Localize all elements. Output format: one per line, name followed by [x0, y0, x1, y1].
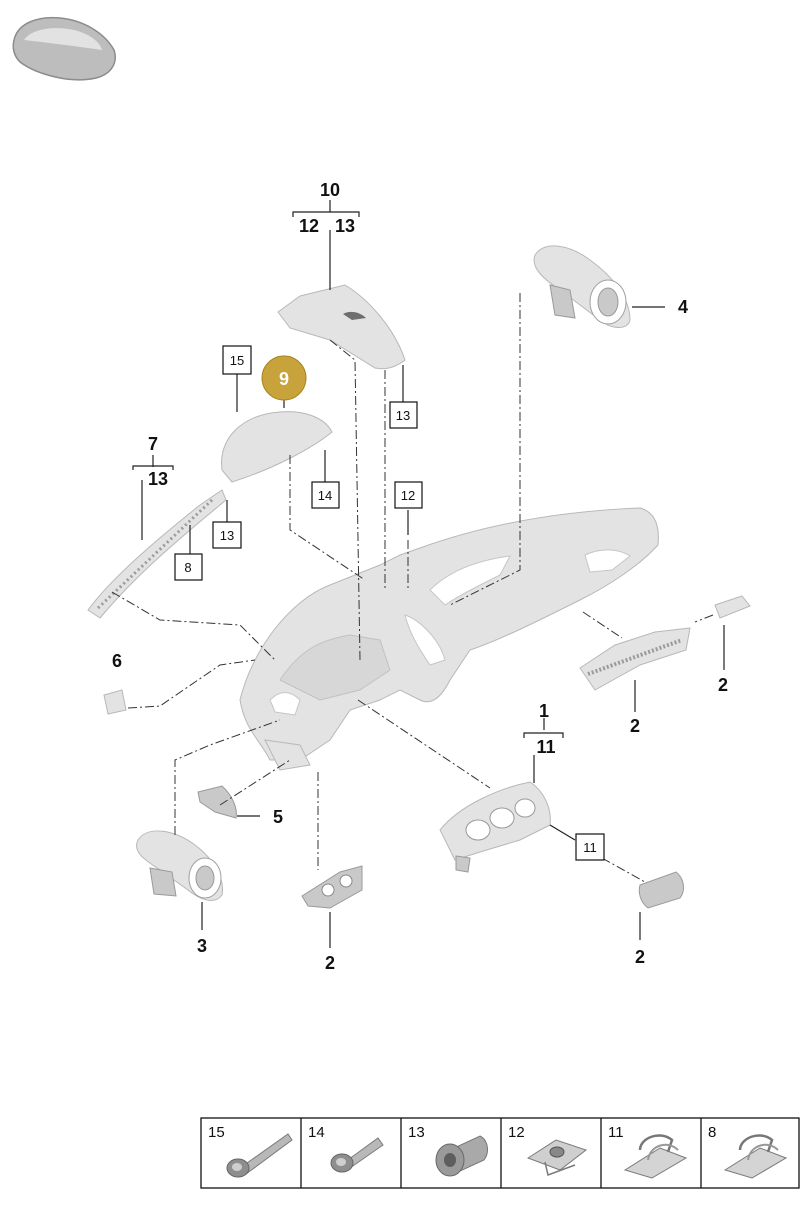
- boxed-label-13-left: 13: [212, 521, 242, 549]
- callout-13-top: 13: [335, 216, 355, 236]
- callout-3: 3: [197, 936, 207, 956]
- vehicle-thumbnail-icon: [12, 16, 116, 81]
- legend-cell-8: 8: [708, 1124, 788, 1179]
- callout-13-left: 13: [148, 469, 168, 489]
- callout-11: 11: [536, 737, 555, 757]
- fastener-legend: 15 14 13 12: [200, 1117, 800, 1189]
- legend-cell-12: 12: [508, 1124, 588, 1176]
- boxed-label-12: 12: [394, 481, 423, 509]
- callout-4: 4: [678, 297, 688, 317]
- expansion-nut-icon: [435, 1135, 488, 1177]
- boxed-label-13-top: 13: [389, 401, 418, 429]
- cover-part-9: [221, 411, 333, 483]
- callout-12: 12: [299, 216, 319, 236]
- callout-2-bottom-right: 2: [635, 947, 645, 967]
- callout-numbers: 10 12 13 4 7 13 6 2 2 1 11 5 3 2 2: [112, 180, 728, 973]
- highlighted-callout-9[interactable]: 9: [261, 355, 307, 401]
- spring-clip-icon: [723, 1134, 788, 1179]
- svg-text:9: 9: [279, 369, 289, 389]
- spring-clip-icon: [623, 1134, 688, 1179]
- air-vent-part-4: [533, 245, 631, 328]
- svg-text:8: 8: [708, 1124, 716, 1141]
- callout-7: 7: [148, 434, 158, 454]
- cap-part-5: [197, 785, 237, 819]
- callout-1: 1: [539, 701, 549, 721]
- boxed-label-8: 8: [174, 553, 203, 581]
- boxed-label-11: 11: [575, 833, 605, 861]
- bracket-part-2-bottom-left: [301, 865, 363, 909]
- assembly-lines: [111, 293, 714, 883]
- svg-text:13: 13: [396, 408, 410, 423]
- instrument-carrier-part-1: [439, 781, 551, 873]
- bolt-icon: [226, 1133, 293, 1178]
- svg-text:12: 12: [508, 1124, 525, 1141]
- end-cap-part-2-bottom-right: [638, 871, 684, 909]
- boxed-labels: 15 13 14 12 13 8 11: [174, 345, 605, 861]
- clip-nut-icon: [526, 1139, 588, 1176]
- air-vent-part-3: [136, 830, 224, 901]
- callout-5: 5: [273, 807, 283, 827]
- trim-panel-part-2-right: [579, 627, 691, 691]
- legend-cell-13: 13: [408, 1124, 488, 1177]
- svg-text:12: 12: [401, 488, 415, 503]
- svg-text:11: 11: [608, 1124, 624, 1141]
- clip-part-6: [103, 689, 127, 715]
- svg-text:13: 13: [408, 1124, 425, 1141]
- legend-cell-11: 11: [608, 1124, 688, 1179]
- legend-cell-14: 14: [308, 1124, 384, 1173]
- svg-text:14: 14: [318, 488, 332, 503]
- leader-lines: [132, 200, 725, 948]
- callout-2-bottom-left: 2: [325, 953, 335, 973]
- callout-10: 10: [320, 180, 340, 200]
- svg-text:15: 15: [230, 353, 244, 368]
- defroster-vent-part-7: [87, 489, 227, 619]
- end-cap-part-2-top-right: [714, 595, 751, 619]
- svg-text:14: 14: [308, 1124, 325, 1141]
- trim-cover-part-10: [277, 284, 406, 370]
- screw-icon: [330, 1137, 384, 1173]
- svg-text:13: 13: [220, 528, 234, 543]
- dashboard-carrier-part: [239, 507, 659, 771]
- callout-2-right-lower: 2: [630, 716, 640, 736]
- boxed-label-14: 14: [311, 481, 340, 509]
- boxed-label-15: 15: [222, 345, 252, 375]
- callout-2-right-upper: 2: [718, 675, 728, 695]
- svg-text:15: 15: [208, 1124, 225, 1141]
- callout-6: 6: [112, 651, 122, 671]
- svg-text:11: 11: [583, 840, 597, 855]
- svg-text:8: 8: [184, 560, 191, 575]
- legend-cell-15: 15: [208, 1124, 293, 1178]
